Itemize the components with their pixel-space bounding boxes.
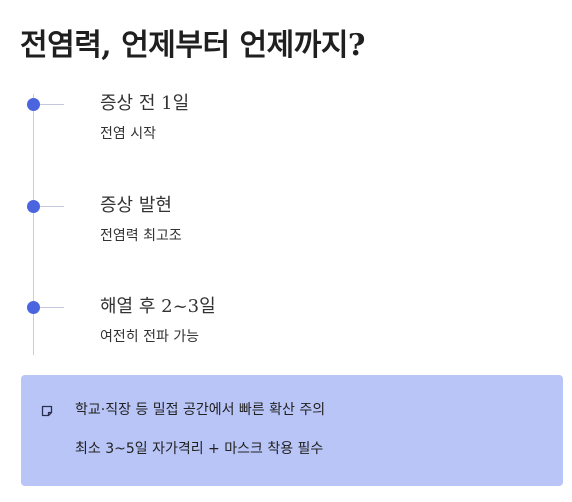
timeline-heading: 증상 발현 [100,195,172,216]
timeline-item-post-fever: 해열 후 2~3일 여전히 전파 가능 [0,296,572,361]
timeline-connector [40,206,64,207]
note-text-quarantine: 최소 3~5일 자가격리 + 마스크 착용 필수 [75,441,324,457]
timeline-connector [40,104,64,105]
warning-note: 학교·직장 등 밀접 공간에서 빠른 확산 주의 최소 3~5일 자가격리 + … [21,375,563,486]
timeline-heading: 증상 전 1일 [100,93,190,114]
timeline-line [33,94,34,355]
timeline-dot [27,98,40,111]
note-icon [41,402,53,417]
timeline-item-pre-symptom: 증상 전 1일 전염 시작 [0,93,572,158]
note-text-spread-warning: 학교·직장 등 밀접 공간에서 빠른 확산 주의 [75,402,326,418]
timeline-dot [27,301,40,314]
timeline-connector [40,307,64,308]
timeline-subtext: 여전히 전파 가능 [100,329,200,345]
timeline-item-onset: 증상 발현 전염력 최고조 [0,195,572,260]
timeline-subtext: 전염력 최고조 [100,228,182,244]
timeline-dot [27,200,40,213]
timeline-subtext: 전염 시작 [100,126,156,142]
timeline-heading: 해열 후 2~3일 [100,296,216,317]
page-title: 전염력, 언제부터 언제까지? [20,28,366,63]
